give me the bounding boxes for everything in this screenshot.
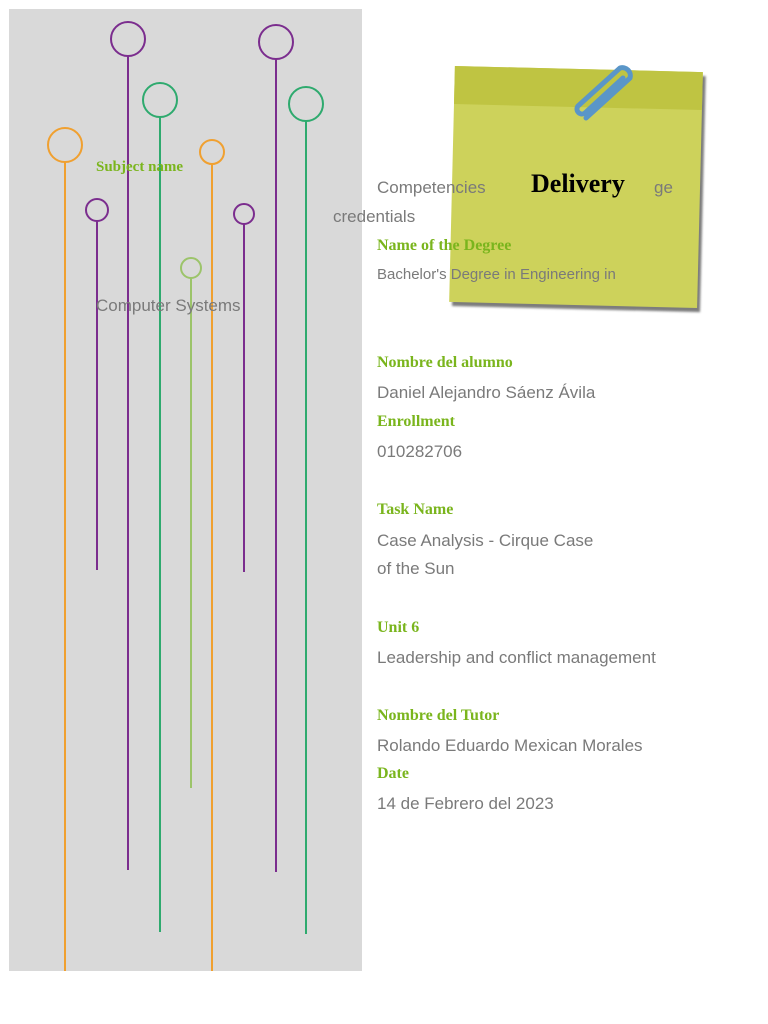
degree-value: Bachelor's Degree in Engineering in bbox=[377, 266, 616, 283]
subject-name-label: Subject name bbox=[96, 159, 184, 175]
tutor-value: Rolando Eduardo Mexican Morales bbox=[377, 736, 643, 755]
credentials-text: credentials bbox=[333, 207, 416, 226]
subject-name-value: Computer Systems bbox=[96, 296, 241, 315]
date-label: Date bbox=[377, 765, 409, 782]
competencies-text: Competencies bbox=[377, 178, 486, 197]
decorative-side-panel bbox=[9, 9, 362, 971]
unit-value: Leadership and conflict management bbox=[377, 648, 656, 667]
tutor-label: Nombre del Tutor bbox=[377, 707, 500, 724]
competencies-text-tail: ge bbox=[654, 178, 673, 197]
student-value: Daniel Alejandro Sáenz Ávila bbox=[377, 383, 596, 402]
student-label: Nombre del alumno bbox=[377, 354, 513, 371]
date-value: 14 de Febrero del 2023 bbox=[377, 794, 554, 813]
degree-label: Name of the Degree bbox=[377, 237, 512, 254]
task-value-line1: Case Analysis - Cirque Case bbox=[377, 531, 594, 550]
enrollment-label: Enrollment bbox=[377, 413, 455, 430]
unit-label: Unit 6 bbox=[377, 619, 420, 636]
delivery-title: Delivery bbox=[531, 169, 625, 198]
task-value-line2: of the Sun bbox=[377, 559, 455, 578]
enrollment-value: 010282706 bbox=[377, 442, 463, 461]
paperclip-icon bbox=[574, 65, 633, 121]
task-label: Task Name bbox=[377, 501, 454, 518]
